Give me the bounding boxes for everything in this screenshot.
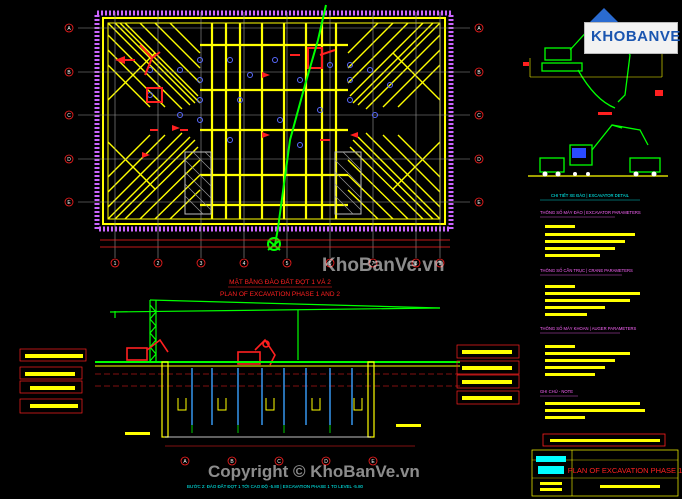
detail-panel: CHI TIẾT XE ĐÀO | EXCAVATOR DETAIL THÔNG…: [523, 23, 682, 497]
excavator-params-title: THÔNG SỐ MÁY ĐÀO | EXCAVATOR PARAMETERS: [540, 210, 641, 215]
svg-text:A: A: [477, 26, 481, 32]
svg-text:2: 2: [157, 261, 160, 267]
excavation-plan: A B C D E A B C D E 1 2 3 4 5 6 7: [64, 4, 484, 298]
notes-lines: [545, 402, 645, 419]
watermark-logo-text: KHOBANVE: [591, 28, 681, 45]
truck-loading-drawing: [528, 124, 668, 177]
svg-text:1: 1: [114, 261, 117, 267]
diaphragm-walls: [161, 361, 375, 438]
svg-text:C: C: [477, 113, 481, 119]
svg-text:4: 4: [243, 261, 246, 267]
section-legend-bars: [25, 350, 512, 435]
watermark-logo: KHOBANVE: [584, 22, 681, 54]
post-markers: [177, 398, 363, 411]
crane-params-lines: [545, 285, 640, 316]
excavator-markers-detail: [523, 62, 663, 115]
svg-text:B: B: [230, 459, 234, 465]
plan-title-vn: MẶT BẰNG ĐÀO ĐẤT ĐỢT 1 VÀ 2: [229, 276, 331, 286]
auger-params-title: THÔNG SỐ MÁY KHOAN | AUGER PARAMETERS: [540, 326, 637, 331]
excavator-caption: CHI TIẾT XE ĐÀO | EXCAVATOR DETAIL: [551, 193, 630, 198]
soil-pads: [184, 151, 362, 215]
excavator-params-lines: [545, 225, 635, 257]
svg-text:D: D: [477, 157, 481, 163]
pile-tips: [191, 425, 331, 433]
svg-text:D: D: [67, 157, 71, 163]
title-block: PLAN OF EXCAVATION PHASE 1: [531, 433, 682, 497]
watermark-copyright: Copyright © KhoBanVe.vn: [208, 462, 420, 481]
truck-wheels: [542, 171, 657, 177]
excavation-section: A B C D E BƯỚC 2: ĐÀO ĐẤT ĐỢT 1 TỚI CAO …: [19, 299, 520, 489]
column-axis-labels: 1 2 3 4 5 6 7 8 9: [114, 261, 442, 267]
svg-text:C: C: [67, 113, 71, 119]
tower-crane: [109, 299, 441, 362]
corner-bracing: [107, 22, 441, 220]
notes-title: GHI CHÚ - NOTE: [540, 389, 573, 394]
section-excavators: [126, 338, 276, 366]
svg-text:3: 3: [200, 261, 203, 267]
svg-text:E: E: [477, 200, 481, 206]
svg-text:A: A: [183, 459, 187, 465]
svg-text:8: 8: [415, 261, 418, 267]
svg-text:5: 5: [286, 261, 289, 267]
svg-text:6: 6: [329, 261, 332, 267]
svg-text:A: A: [67, 26, 71, 32]
watermark-center: KhoBanVe.vn: [322, 255, 445, 276]
conveyor-line: [267, 4, 327, 251]
section-axis-bubbles: [180, 456, 378, 466]
column-dimension-line: [100, 239, 450, 248]
svg-text:D: D: [324, 459, 328, 465]
plan-title-en: PLAN OF EXCAVATION PHASE 1 AND 2: [220, 291, 340, 298]
structural-grid: [78, 12, 470, 258]
red-arrows: [115, 56, 358, 158]
row-axis-bubbles: [64, 23, 484, 207]
row-axis-labels: A B C D E A B C D E: [67, 26, 481, 206]
svg-text:B: B: [477, 70, 481, 76]
svg-text:9: 9: [439, 261, 442, 267]
section-caption: BƯỚC 2: ĐÀO ĐẤT ĐỢT 1 TỚI CAO ĐỘ -5.80 |…: [187, 484, 363, 489]
pile-circles: [147, 57, 393, 148]
section-legend-frames: [19, 344, 520, 414]
svg-text:C: C: [277, 459, 281, 465]
column-axis-bubbles: [110, 258, 445, 268]
logo-roof-icon: [590, 8, 618, 22]
svg-text:E: E: [371, 459, 375, 465]
section-axis-labels: A B C D E: [183, 459, 375, 465]
drawing-title: PLAN OF EXCAVATION PHASE 1: [568, 466, 682, 475]
svg-text:B: B: [67, 70, 71, 76]
svg-text:E: E: [67, 200, 71, 206]
auger-params-lines: [545, 345, 630, 376]
king-posts: [191, 368, 353, 425]
svg-text:7: 7: [372, 261, 375, 267]
excavator-markers: [125, 44, 336, 141]
crane-params-title: THÔNG SỐ CẦN TRỤC | CRANE PARAMETERS: [540, 268, 633, 273]
strut-lattice: [200, 23, 348, 219]
